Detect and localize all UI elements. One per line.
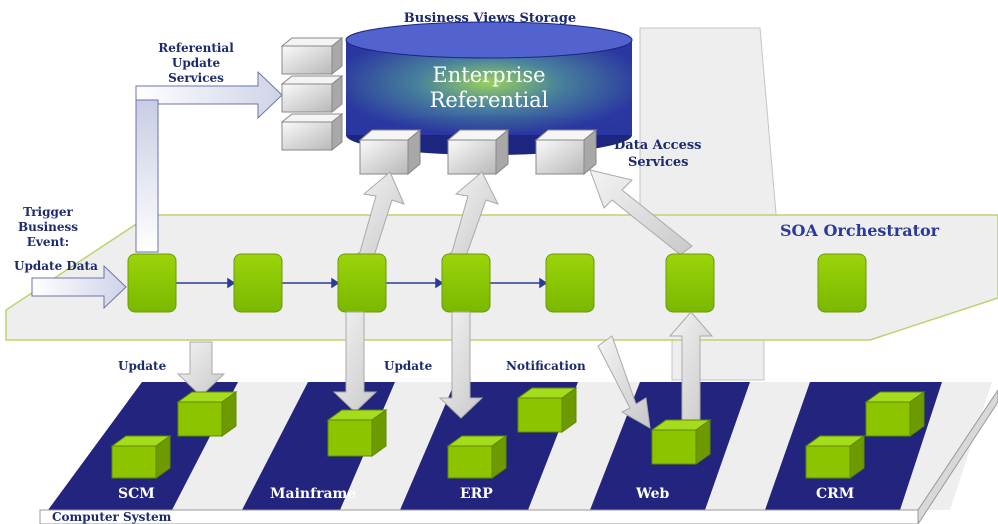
orchestrator-node — [545, 253, 595, 313]
crm-cube — [804, 391, 926, 479]
db-label-line1: Enterprise — [432, 63, 545, 87]
referential-update-arrow-stem — [135, 99, 159, 253]
referential-update-service-boxes — [280, 36, 344, 152]
computer-system-platform — [39, 382, 998, 524]
orchestrator-nodes — [127, 253, 867, 313]
computer-system-label: Computer System — [52, 510, 172, 524]
referential-update-label-3: Services — [168, 71, 224, 85]
orchestrator-flow — [176, 277, 548, 289]
system-label-erp: ERP — [460, 486, 493, 502]
scm-cube — [110, 391, 238, 479]
update-label-2: Update — [384, 359, 433, 373]
web-cube — [650, 419, 712, 465]
db-label-line2: Referential — [430, 88, 549, 112]
notification-label: Notification — [506, 359, 586, 373]
data-access-arrows — [352, 169, 693, 259]
orchestrator-node — [665, 253, 715, 313]
orchestrator-node — [127, 253, 177, 313]
update-data-label: Update Data — [14, 259, 98, 273]
system-flow-arrows — [176, 311, 714, 429]
trigger-label-3: Event: — [27, 235, 69, 249]
orchestrator-node — [441, 253, 491, 313]
system-cubes — [110, 387, 926, 479]
update-label-1: Update — [118, 359, 167, 373]
trigger-label-1: Trigger — [23, 205, 73, 219]
referential-update-label-2: Update — [172, 56, 221, 70]
orchestrator-node — [817, 253, 867, 313]
erp-cube — [446, 387, 578, 479]
system-label-mainframe: Mainframe — [270, 486, 356, 502]
data-access-label-1: Data Access — [614, 138, 701, 153]
orchestrator-node — [337, 253, 387, 313]
storage-title: Business Views Storage — [404, 11, 576, 26]
soa-orchestrator-label: SOA Orchestrator — [780, 221, 940, 240]
trigger-label-2: Business — [18, 220, 78, 234]
data-access-label-2: Services — [628, 155, 689, 170]
referential-update-arrow — [135, 70, 283, 120]
data-access-service-boxes — [358, 128, 598, 176]
update-data-arrow — [31, 264, 127, 310]
referential-update-label-1: Referential — [158, 41, 234, 55]
system-label-crm: CRM — [816, 486, 854, 502]
system-label-web: Web — [635, 486, 669, 502]
system-label-scm: SCM — [118, 486, 155, 502]
orchestrator-node — [233, 253, 283, 313]
mainframe-cube — [326, 409, 388, 457]
